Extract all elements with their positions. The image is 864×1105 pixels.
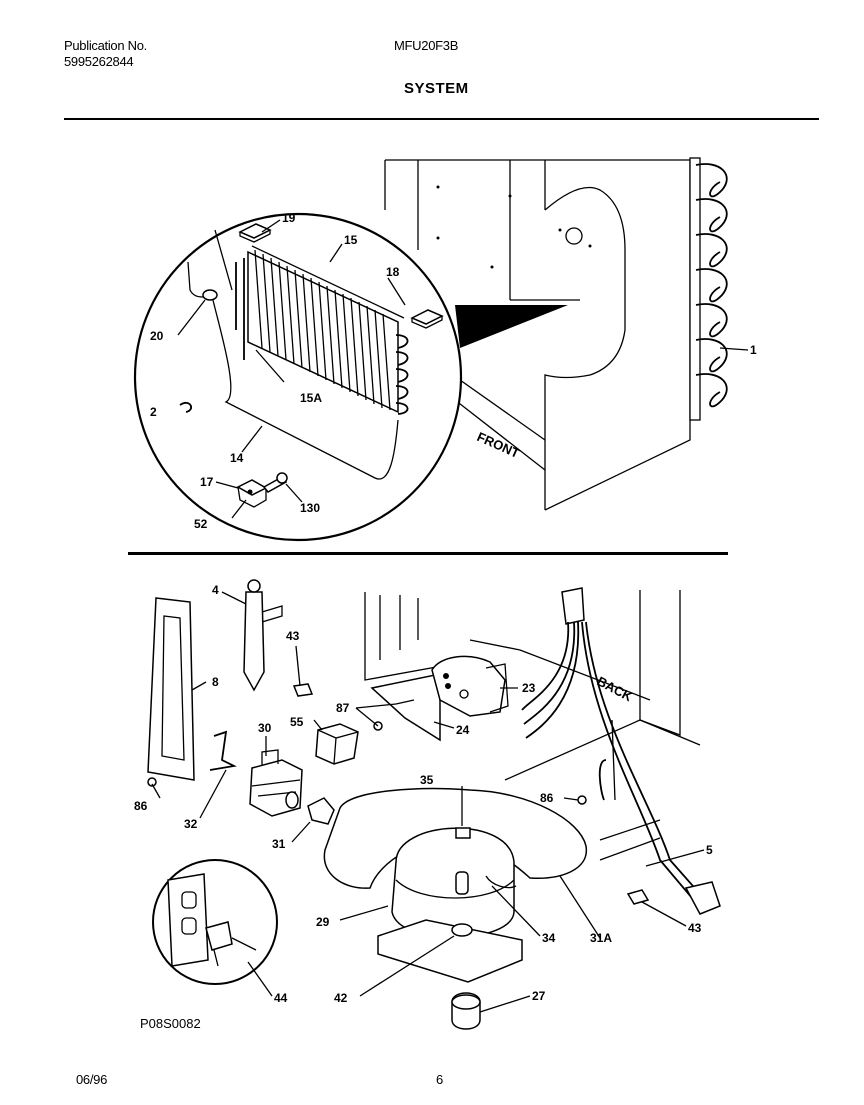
label-8: 8 [212, 675, 219, 689]
label-27: 27 [532, 989, 546, 1003]
header-rule [64, 118, 819, 120]
label-17: 17 [200, 475, 214, 489]
label-1: 1 [750, 343, 757, 357]
wiring-harness [521, 587, 721, 915]
clip-2 [179, 401, 193, 413]
publication-number: 5995262844 [64, 54, 134, 69]
label-43-top: 43 [286, 629, 300, 643]
base-pan [323, 787, 587, 889]
relay-55 [315, 723, 359, 765]
label-43-bottom: 43 [688, 921, 702, 935]
label-18: 18 [386, 265, 400, 279]
label-44: 44 [274, 991, 288, 1005]
label-31: 31 [272, 837, 286, 851]
relay-bracket [370, 655, 509, 742]
label-2: 2 [150, 405, 157, 419]
label-23: 23 [522, 681, 536, 695]
label-15a: 15A [300, 391, 322, 405]
label-35: 35 [420, 773, 434, 787]
page-title: SYSTEM [404, 80, 469, 97]
footer-date: 06/96 [76, 1072, 108, 1087]
compressor [377, 827, 523, 983]
label-14: 14 [230, 451, 244, 465]
condenser-coil [689, 157, 749, 421]
screw-86a [147, 777, 157, 787]
label-24: 24 [456, 723, 470, 737]
pad-18 [410, 309, 444, 329]
detail-circle [133, 212, 463, 542]
label-5: 5 [706, 843, 713, 857]
label-130: 130 [300, 501, 320, 515]
outlet-inset [152, 859, 278, 985]
pad-19 [238, 223, 272, 243]
label-32: 32 [184, 817, 198, 831]
clip-43 [292, 683, 314, 697]
label-52: 52 [194, 517, 208, 531]
capillary-line [187, 229, 399, 480]
section-divider [128, 552, 728, 555]
label-86-right: 86 [540, 791, 554, 805]
mounting-plate [236, 472, 288, 508]
label-34: 34 [542, 931, 556, 945]
label-55: 55 [290, 715, 304, 729]
label-86-left: 86 [134, 799, 148, 813]
label-4: 4 [212, 583, 219, 597]
cabinet-bottom [364, 590, 701, 801]
page-number: 6 [436, 1072, 443, 1087]
publication-label: Publication No. [64, 38, 147, 53]
label-29: 29 [316, 915, 330, 929]
label-back: BACK [595, 673, 636, 704]
base-plate [147, 597, 195, 781]
label-20: 20 [150, 329, 164, 343]
filter-drier [243, 579, 283, 692]
wire-32 [209, 730, 237, 771]
label-19: 19 [282, 211, 296, 225]
evaporator [235, 245, 409, 415]
grommet-27 [451, 992, 481, 1030]
overload-30 [249, 749, 303, 817]
screw-86b [577, 795, 587, 805]
grommet-35 [455, 827, 471, 839]
model-number: MFU20F3B [394, 38, 459, 53]
figure-code: P08S0082 [140, 1016, 201, 1031]
bottom-leaders [151, 591, 705, 1013]
label-30: 30 [258, 721, 272, 735]
label-31a: 31A [590, 931, 612, 945]
top-leaders [177, 219, 406, 519]
terminal-cover [307, 797, 335, 825]
label-87: 87 [336, 701, 350, 715]
label-15: 15 [344, 233, 358, 247]
label-42: 42 [334, 991, 348, 1005]
